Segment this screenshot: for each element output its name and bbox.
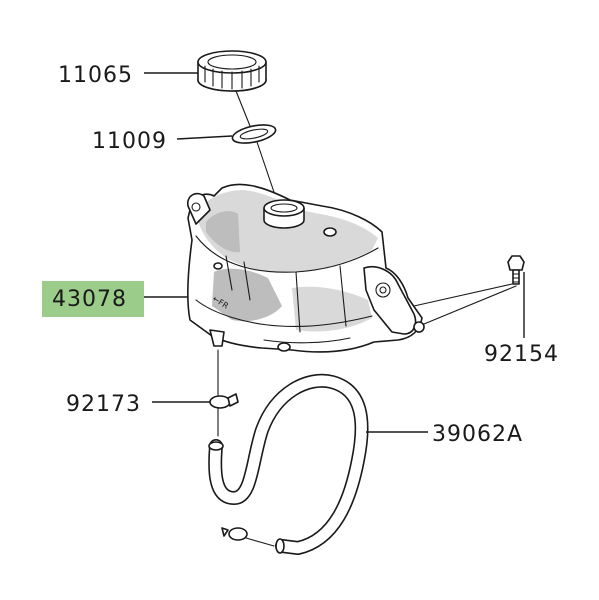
- part-label-43078[interactable]: 43078: [52, 287, 127, 312]
- overflow-hose[interactable]: [208, 373, 369, 555]
- leader-line-11009: [176, 135, 233, 140]
- reservoir-cap[interactable]: [197, 50, 267, 92]
- part-label-11009[interactable]: 11009: [92, 129, 167, 154]
- hose-clamp[interactable]: [209, 393, 239, 409]
- assembly-line-lower-clip: [245, 537, 275, 547]
- cap-seal[interactable]: [231, 122, 277, 147]
- highlight-43078: [42, 281, 144, 317]
- part-label-39062A[interactable]: 39062A: [432, 422, 523, 447]
- mounting-bolt[interactable]: [507, 255, 525, 285]
- part-label-11065[interactable]: 11065: [58, 63, 133, 88]
- lower-hose-clip[interactable]: [221, 527, 248, 541]
- assembly-line-bolt: [413, 283, 517, 325]
- coolant-reservoir-tank[interactable]: ←FR: [186, 183, 425, 353]
- part-label-92154[interactable]: 92154: [484, 342, 559, 367]
- assembly-line-cap: [235, 90, 251, 127]
- part-label-92173[interactable]: 92173: [66, 392, 141, 417]
- assembly-line-seal: [256, 141, 277, 199]
